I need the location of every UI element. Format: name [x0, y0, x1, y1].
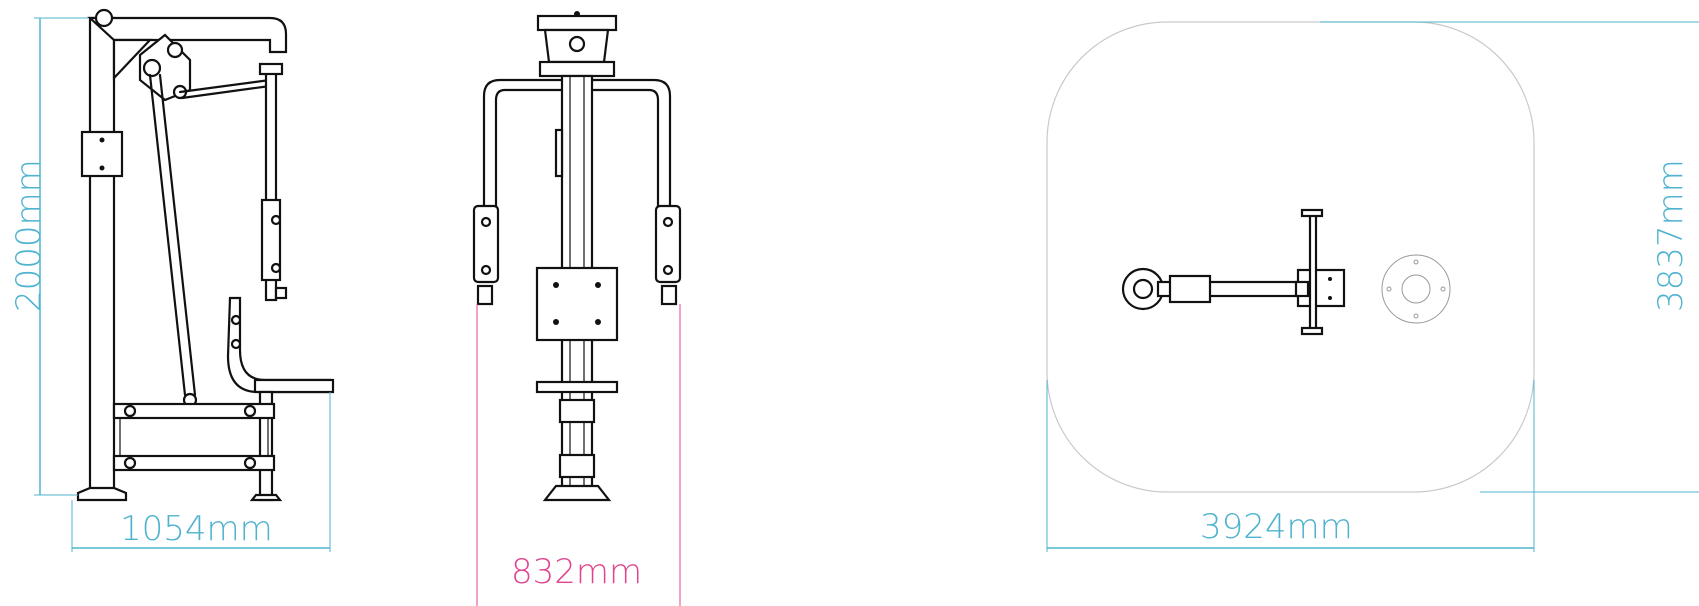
side-dimensions: 2000mm 1054mm: [9, 17, 331, 552]
side-seat-back: [226, 296, 332, 394]
side-diagonal-lever: [148, 73, 187, 397]
front-left-grip: [472, 204, 500, 284]
width-label: 832mm: [511, 552, 642, 592]
side-frame-lower: [112, 454, 276, 472]
depth-label: 1054mm: [120, 509, 273, 549]
plan-dimensions: 3924mm 3837mm: [1046, 21, 1699, 552]
front-right-grip: [654, 204, 682, 284]
side-link-arm: [178, 78, 272, 94]
front-base-foot: [542, 484, 612, 502]
plan-depth-label: 3837mm: [1651, 159, 1691, 312]
front-seat-pan: [535, 380, 619, 394]
side-frame-upper: [112, 402, 276, 420]
side-seat-pan: [253, 378, 335, 394]
side-top-beam: [87, 16, 288, 54]
front-seat-back: [535, 266, 619, 342]
front-top-bracket: [536, 14, 618, 32]
front-right-handle: [590, 78, 672, 212]
side-base-foot: [76, 486, 128, 502]
side-main-post: [88, 16, 116, 495]
height-label: 2000mm: [9, 159, 49, 312]
equipment-top-view: [1121, 208, 1346, 336]
front-left-handle: [482, 78, 564, 212]
plan-view: [1046, 21, 1535, 493]
side-gusset: [112, 38, 153, 81]
side-view: [76, 8, 335, 502]
safety-footprint: [1046, 21, 1535, 493]
front-view: [472, 11, 682, 502]
plan-width-label: 3924mm: [1200, 507, 1353, 547]
base-plate: [1381, 254, 1451, 324]
side-post-cap: [94, 8, 114, 28]
front-dimensions: 832mm: [476, 304, 681, 606]
